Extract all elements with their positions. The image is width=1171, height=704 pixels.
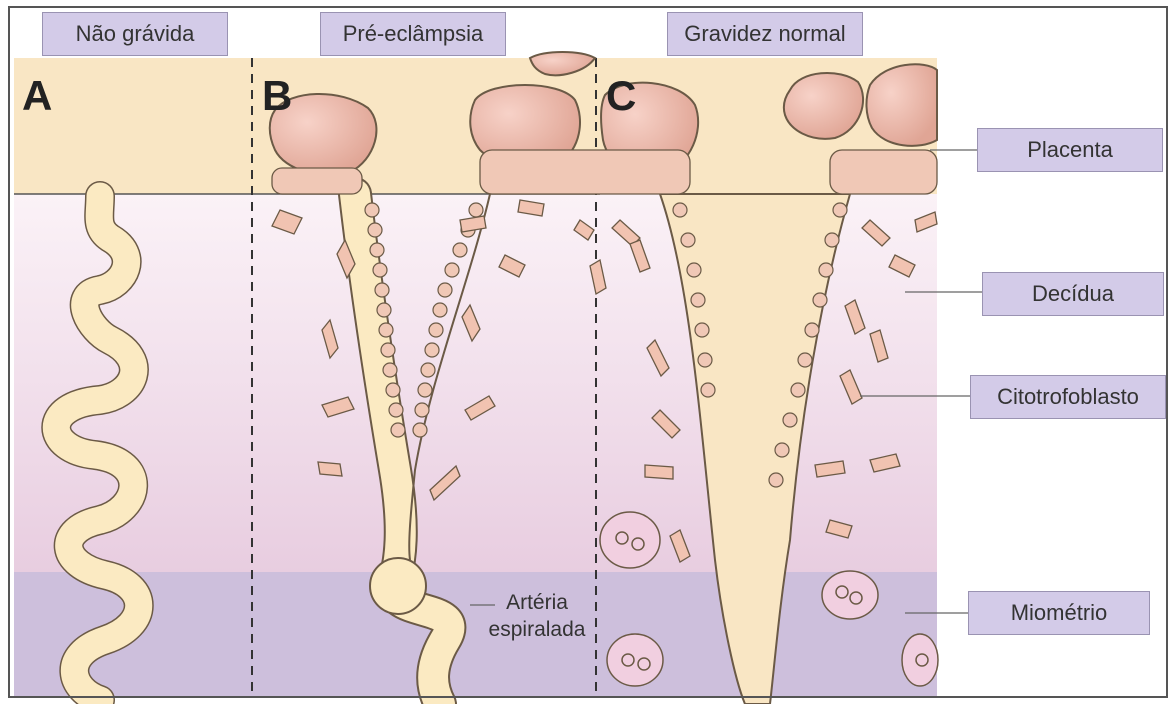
panel-letter-b: B (262, 72, 292, 120)
label-decidua: Decídua (982, 272, 1164, 316)
spiral-artery-label-line1: Artéria (482, 589, 592, 616)
label-myometrium: Miométrio (968, 591, 1150, 635)
label-non-pregnant: Não grávida (42, 12, 228, 56)
spiral-artery-label: Artéria espiralada (482, 589, 592, 643)
spiral-artery-label-line2: espiralada (482, 616, 592, 643)
panel-letter-c: C (606, 72, 636, 120)
panel-letter-a: A (22, 72, 52, 120)
label-preeclampsia: Pré-eclâmpsia (320, 12, 506, 56)
label-cytotrophoblast: Citotrofoblasto (970, 375, 1166, 419)
label-normal-pregnancy: Gravidez normal (667, 12, 863, 56)
label-placenta: Placenta (977, 128, 1163, 172)
